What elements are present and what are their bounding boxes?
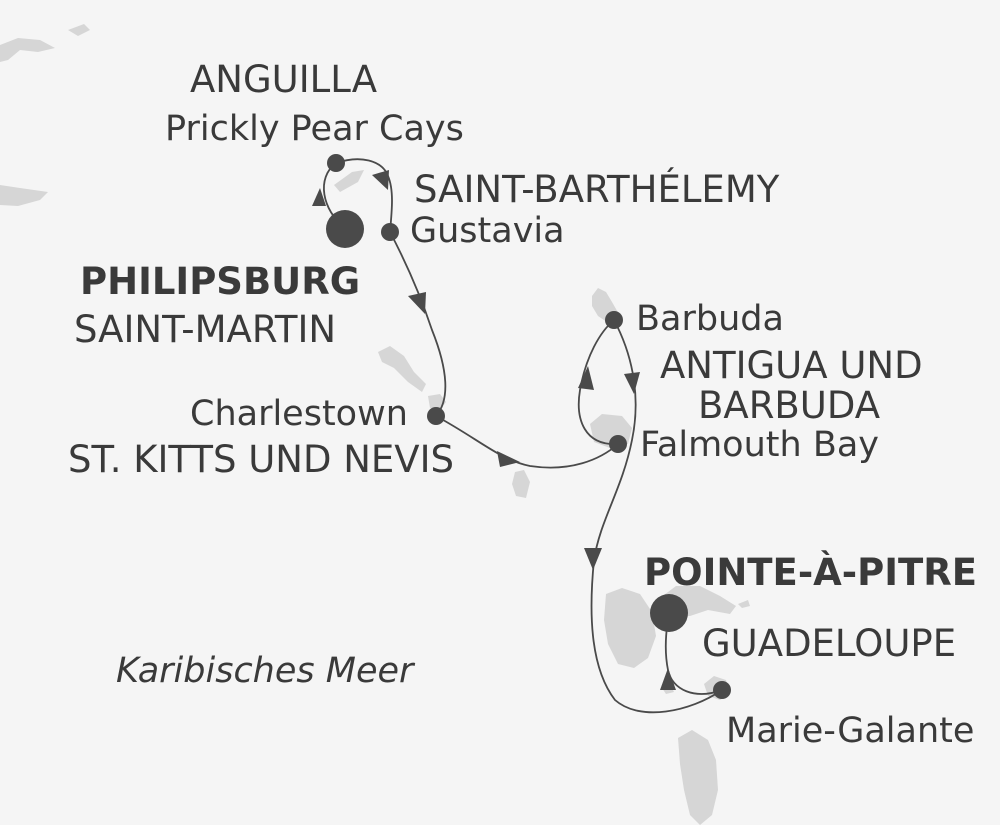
- island-virgin-islands-small: [68, 24, 90, 36]
- port-dot-icon: [381, 223, 399, 241]
- route-charlestown-to-falmouth: [435, 415, 619, 469]
- route-arrow-icon: [408, 292, 426, 314]
- port-dot-icon: [713, 681, 731, 699]
- falmouth-bay-label: Falmouth Bay: [640, 425, 879, 465]
- map-labels: ANGUILLA Prickly Pear Cays SAINT-BARTHÉL…: [68, 58, 977, 751]
- port-dot-icon: [609, 435, 627, 453]
- antigua-country-label-line1: ANTIGUA UND: [660, 344, 923, 387]
- route-arrow-icon: [660, 668, 676, 690]
- island-dominica: [678, 730, 718, 825]
- port-dot-icon: [605, 311, 623, 329]
- island-guadeloupe-basse-terre: [604, 588, 656, 668]
- island-anguilla: [334, 170, 364, 192]
- st-kitts-nevis-country-label: ST. KITTS UND NEVIS: [68, 438, 454, 481]
- route-arrow-icon: [497, 451, 520, 467]
- route-arrow-icon: [624, 372, 640, 394]
- philipsburg-label: PHILIPSBURG: [80, 260, 360, 303]
- island-la-desirade: [738, 600, 750, 608]
- major-port-dot-icon: [650, 594, 688, 632]
- major-port-dot-icon: [326, 210, 364, 248]
- saint-martin-country-label: SAINT-MARTIN: [74, 308, 336, 351]
- port-dot-icon: [427, 407, 445, 425]
- guadeloupe-country-label: GUADELOUPE: [702, 622, 956, 665]
- route-arrow-icon: [578, 366, 594, 390]
- island-virgin-islands-left: [0, 185, 48, 206]
- route-arrow-icon: [584, 548, 602, 570]
- charlestown-label: Charlestown: [190, 394, 408, 434]
- barbuda-label: Barbuda: [636, 299, 784, 339]
- island-montserrat: [512, 470, 530, 498]
- anguilla-country-label: ANGUILLA: [190, 58, 377, 101]
- sea-label: Karibisches Meer: [116, 651, 416, 691]
- marie-galante-label: Marie-Galante: [726, 711, 974, 751]
- island-st-kitts: [378, 346, 426, 392]
- island-virgin-islands-top: [0, 38, 55, 62]
- pointe-a-pitre-label: POINTE-À-PITRE: [644, 550, 977, 594]
- route-arrow-icon: [372, 170, 389, 190]
- route-falmouth-to-barbuda: [577, 319, 619, 445]
- gustavia-label: Gustavia: [410, 211, 565, 251]
- port-markers: [326, 154, 731, 699]
- saint-barthelemy-country-label: SAINT-BARTHÉLEMY: [414, 167, 780, 211]
- prickly-pear-cays-label: Prickly Pear Cays: [165, 109, 464, 149]
- port-dot-icon: [327, 154, 345, 172]
- route-arrow-icon: [312, 188, 326, 206]
- antigua-country-label-line2: BARBUDA: [698, 384, 880, 427]
- route-gustavia-to-charlestown: [389, 231, 447, 417]
